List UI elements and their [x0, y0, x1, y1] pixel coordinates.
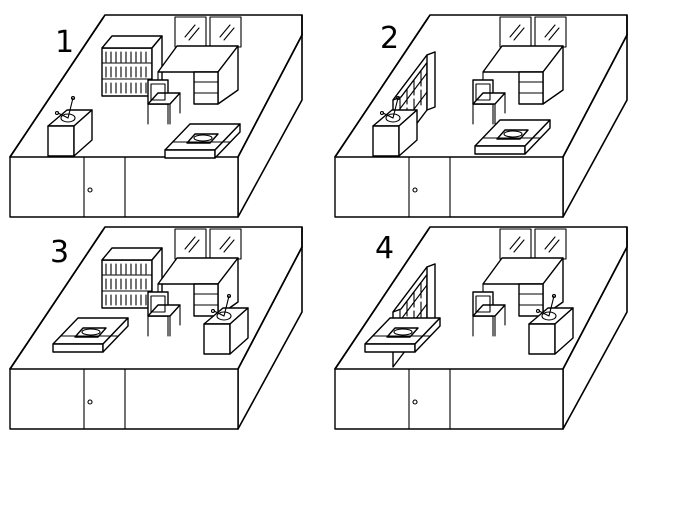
room-panel-2: 2	[334, 14, 628, 218]
room-panel-4: 4	[334, 226, 628, 430]
panel-label-1: 1	[55, 25, 74, 60]
room-panel-3: 3	[9, 226, 303, 430]
panel-label-4: 4	[375, 231, 394, 266]
panel-label-2: 2	[380, 21, 399, 56]
room-panel-1: 1	[9, 14, 303, 218]
panel-label-3: 3	[50, 235, 69, 270]
